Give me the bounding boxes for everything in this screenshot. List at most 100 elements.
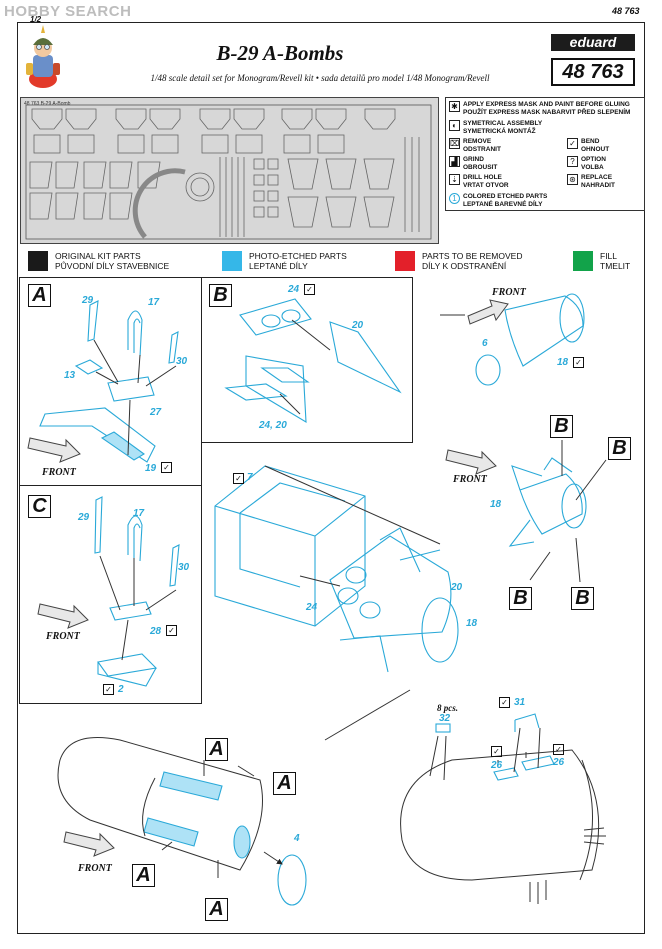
legend-item-label: VRTAT OTVOR [463, 181, 509, 189]
legend-item-label: BEND [581, 138, 600, 145]
step-a-tag: A [205, 898, 228, 921]
step-b-tag: B [571, 587, 594, 610]
part-number: 24 [288, 284, 300, 295]
part-number: 30 [178, 562, 190, 573]
front-label: FRONT [42, 467, 76, 478]
part-number: 13 [64, 370, 76, 381]
kit-number: 48 763 [551, 58, 635, 86]
part-number: 32 [439, 713, 451, 724]
drill-icon: ⇣ [449, 174, 460, 185]
pilot-mascot-icon [26, 25, 60, 88]
part-number: 6 [482, 338, 488, 349]
watermark: HOBBY SEARCH [4, 3, 132, 20]
step-b-tag: B [608, 437, 631, 460]
swatch-label: TMELIT [600, 260, 631, 271]
legend-item-label: SYMETRICAL ASSEMBLY [463, 120, 543, 127]
bend-icon: ✓ [499, 697, 510, 708]
bend-icon: ✓ [567, 138, 578, 149]
legend-item-label: COLORED ETCHED PARTS [463, 193, 548, 200]
swatch-label: PŮVODNÍ DÍLY STAVEBNICE [55, 260, 170, 271]
grind-icon: ▟ [449, 156, 460, 167]
swatch-label: DÍLY K ODSTRANĚNÍ [422, 260, 507, 271]
part-number: 4 [294, 833, 300, 844]
legend-item-label: DRILL HOLE [463, 174, 502, 181]
page-title: B-29 A-Bombs [216, 41, 344, 65]
part-number: 20 [451, 582, 463, 593]
swatch-label: PHOTO-ETCHED PARTS [249, 251, 347, 261]
part-number: 17 [133, 508, 145, 519]
part-number: 24, 20 [259, 420, 287, 431]
replace-icon: ⊛ [567, 174, 578, 185]
legend-item-label: GRIND [463, 156, 484, 163]
swatch-remove [395, 251, 415, 271]
step-b-tag: B [550, 415, 573, 438]
front-label: FRONT [46, 631, 80, 642]
step-b-panel [201, 277, 413, 443]
code-top: 48 763 [612, 6, 640, 16]
legend-item-label: REMOVE [463, 138, 492, 145]
legend-item-label: VOLBA [581, 163, 604, 171]
legend: ✱ APPLY EXPRESS MASK AND PAINT BEFORE GL… [449, 100, 643, 208]
part-number: 29 [82, 295, 94, 306]
front-label: FRONT [492, 287, 526, 298]
bend-icon: ✓ [491, 746, 502, 757]
part-number: 28 [150, 626, 162, 637]
fret-image [20, 97, 439, 244]
part-number: 31 [514, 697, 526, 708]
colored-parts-icon: 1 [449, 193, 460, 204]
swatch-original-kit [28, 251, 48, 271]
step-a-tag: A [205, 738, 228, 761]
fret-label: 48 763 B-29 A-Bomb [24, 101, 71, 107]
step-c-panel [19, 485, 202, 704]
part-number: 18 [466, 618, 478, 629]
bend-icon: ✓ [573, 357, 584, 368]
step-a-tag: A [132, 864, 155, 887]
step-b-tag: B [209, 284, 232, 307]
step-a-tag: A [28, 284, 51, 307]
quantity-label: 8 pcs. [437, 703, 458, 713]
part-number: 18 [557, 357, 569, 368]
swatch-label: PARTS TO BE REMOVED [422, 251, 523, 261]
part-number: 7 [247, 472, 253, 483]
legend-item-label: NAHRADIT [581, 181, 615, 189]
legend-item-label: OPTION [581, 156, 606, 163]
page-frame [17, 22, 645, 934]
swatch-label: LEPTANÉ DÍLY [249, 260, 308, 271]
step-c-tag: C [28, 495, 51, 518]
part-number: 18 [490, 499, 502, 510]
part-number: 29 [78, 512, 90, 523]
part-number: 17 [148, 297, 160, 308]
fret-parts-drawing [25, 104, 432, 240]
swatch-label: FILL [600, 251, 618, 261]
part-number: 24 [306, 602, 318, 613]
legend-item-label: SYMETRICKÁ MONTÁŽ [463, 127, 536, 135]
part-number: 26 [491, 760, 503, 771]
page-subtitle: 1/48 scale detail set for Monogram/Revel… [150, 73, 490, 83]
step-a-tag: A [273, 772, 296, 795]
legend-item-label: LEPTANÉ BAREVNÉ DÍLY [463, 200, 543, 208]
page-number: 1/2 [30, 15, 42, 24]
legend-item-label: OBROUSIT [463, 163, 498, 171]
part-number: 19 [145, 463, 157, 474]
part-number: 27 [150, 407, 162, 418]
part-number: 30 [176, 356, 188, 367]
remove-icon: ⌧ [449, 138, 460, 149]
legend-box [445, 97, 645, 211]
bend-icon: ✓ [103, 684, 114, 695]
legend-item-label: APPLY EXPRESS MASK AND PAINT BEFORE GLUI… [463, 101, 630, 108]
swatch-label: ORIGINAL KIT PARTS [55, 251, 141, 261]
part-number: 20 [352, 320, 364, 331]
star-icon: ✱ [449, 101, 460, 112]
symmetry-icon: ◐ [449, 120, 460, 131]
swatch-photo-etched [222, 251, 242, 271]
legend-item-label: ODSTRANIT [463, 145, 501, 153]
front-label: FRONT [453, 474, 487, 485]
bend-icon: ✓ [166, 625, 177, 636]
swatch-fill [573, 251, 593, 271]
part-number: 26 [553, 757, 565, 768]
bend-icon: ✓ [304, 284, 315, 295]
legend-item-label: REPLACE [581, 174, 613, 181]
legend-item-label: POUŽÍT EXPRESS MASK NABARVIT PŘED SLEPEN… [463, 108, 631, 116]
